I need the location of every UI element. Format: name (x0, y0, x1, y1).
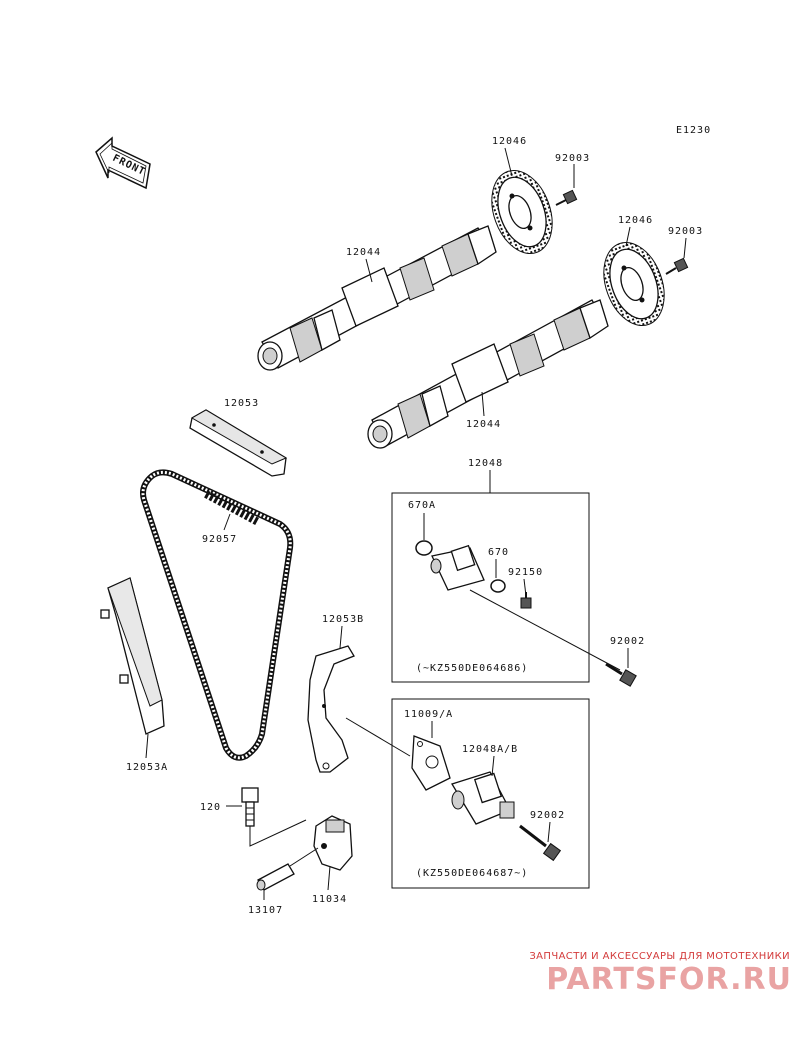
bracket-11034 (313, 815, 353, 871)
bolt-92003-upper (555, 189, 578, 206)
label-13107: 13107 (248, 905, 283, 916)
label-120: 120 (200, 802, 221, 813)
o-ring-670a (415, 540, 433, 556)
gasket-11009 (411, 735, 451, 791)
label-12048ab: 12048A/B (462, 744, 518, 755)
camshaft-lower (367, 299, 609, 449)
chain-tensioner-upper (430, 544, 485, 591)
serial-note-upper: (~KZ550DE064686) (416, 663, 528, 674)
label-12046-lower: 12046 (618, 215, 653, 226)
label-670a: 670A (408, 500, 436, 511)
label-12046-upper: 12046 (492, 136, 527, 147)
watermark-logo: PARTSFOR.RU (546, 962, 792, 997)
label-11034: 11034 (312, 894, 347, 905)
front-arrow-icon: FRONT (95, 136, 151, 190)
label-92003-upper: 92003 (555, 153, 590, 164)
label-12044-upper: 12044 (346, 247, 381, 258)
tensioner-box-lower (391, 698, 590, 889)
diagram-code: E1230 (676, 125, 711, 136)
pin-13107 (256, 863, 295, 891)
chain-guide-b (307, 645, 355, 773)
label-12048: 12048 (468, 458, 503, 469)
chain-guide-a (100, 577, 165, 735)
label-12053: 12053 (224, 398, 259, 409)
label-92150: 92150 (508, 567, 543, 578)
bolt-92002-long (605, 662, 637, 687)
label-92002-upper: 92002 (610, 636, 645, 647)
bolt-120 (241, 787, 259, 827)
cam-sprocket-upper (491, 169, 553, 255)
label-92002-lower: 92002 (530, 810, 565, 821)
cam-sprocket-lower (603, 241, 665, 327)
serial-note-lower: (KZ550DE064687~) (416, 868, 528, 879)
label-12044-lower: 12044 (466, 419, 501, 430)
label-12053a: 12053A (126, 762, 168, 773)
watermark-tagline: ЗАПЧАСТИ И АКСЕССУАРЫ ДЛЯ МОТОТЕХНИКИ (529, 951, 790, 962)
label-670: 670 (488, 547, 509, 558)
camshaft-upper (257, 225, 497, 371)
o-ring-670 (490, 579, 506, 593)
cam-chain (140, 469, 294, 761)
bolt-92002-lower (519, 824, 562, 862)
label-92003-lower: 92003 (668, 226, 703, 237)
label-92057: 92057 (202, 534, 237, 545)
chain-tensioner-lower (451, 771, 515, 825)
bolt-92003-lower (665, 257, 689, 275)
label-11009a: 11009/A (404, 709, 453, 720)
label-12053b: 12053B (322, 614, 364, 625)
chain-guide-top (189, 409, 288, 477)
